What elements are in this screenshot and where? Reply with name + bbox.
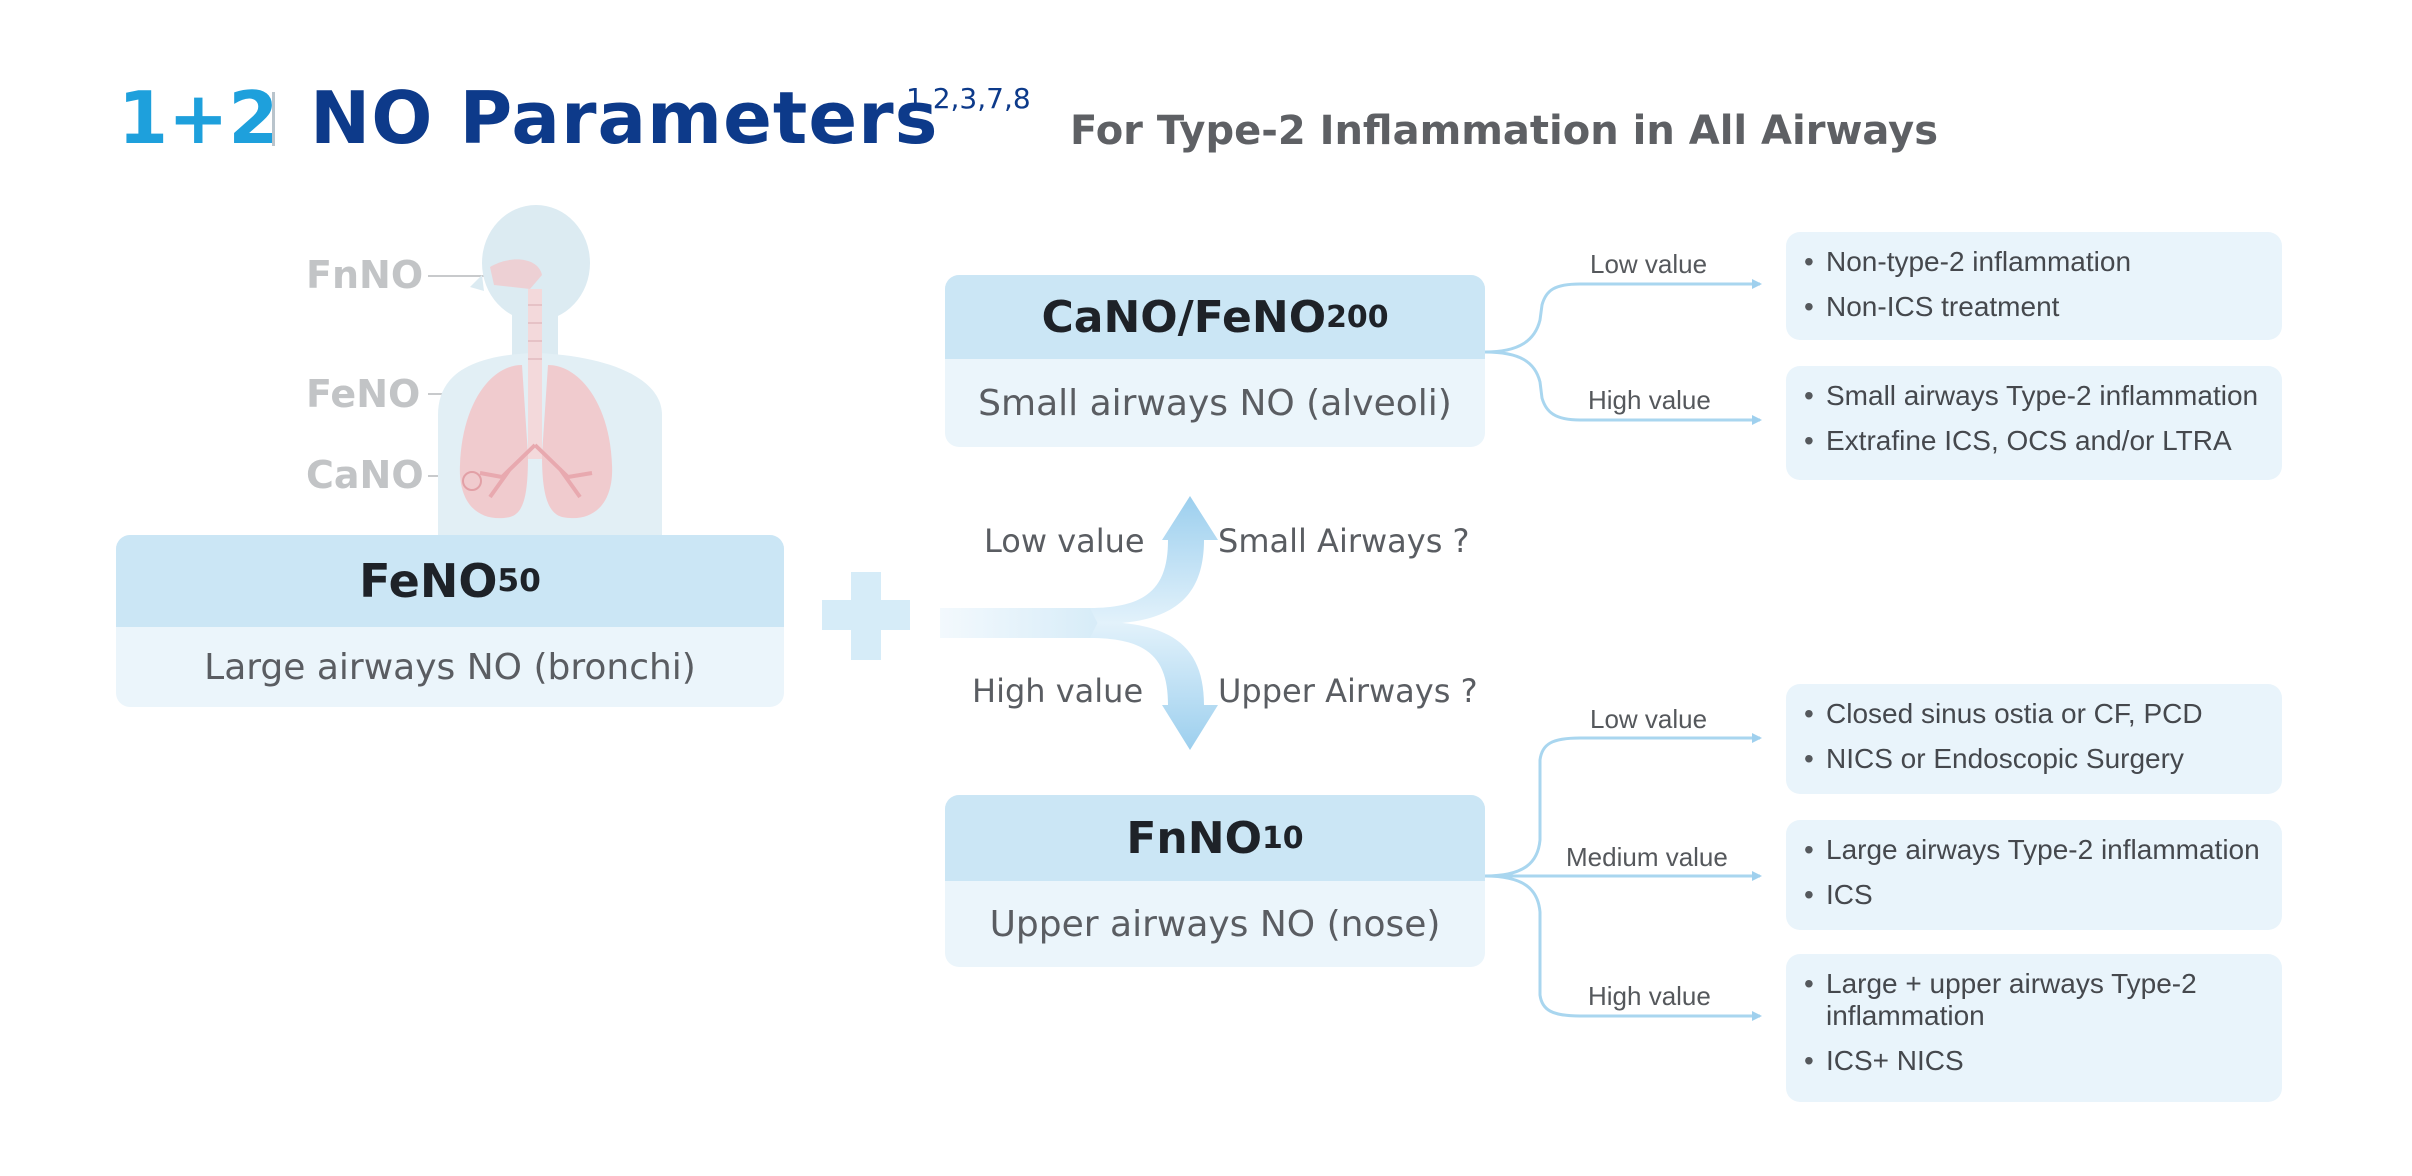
fnno-high-value-label: High value: [1588, 981, 1711, 1011]
card-feno50-description: Large airways NO (bronchi): [204, 646, 696, 688]
title-divider: [272, 92, 275, 146]
outcome-item: Extrafine ICS, OCS and/or LTRA: [1804, 425, 2264, 457]
outcome-item: ICS: [1804, 879, 2264, 911]
outcome-item: Non-ICS treatment: [1804, 291, 2264, 323]
card-cano-name: CaNO/FeNO: [1041, 291, 1327, 343]
outcome-item: NICS or Endoscopic Surgery: [1804, 743, 2264, 775]
outcome-fnno-medium: Large airways Type-2 inflammation ICS: [1786, 820, 2282, 930]
fork-arrow-up: [1090, 496, 1218, 624]
fork-arrow-down: [1090, 622, 1218, 750]
outcome-item: Large + upper airways Type-2 inflammatio…: [1804, 968, 2264, 1032]
outcome-item: Small airways Type-2 inflammation: [1804, 380, 2264, 412]
card-feno50-subscript: 50: [497, 563, 541, 599]
card-feno50-name: FeNO: [359, 554, 498, 608]
outcome-cano-high: Small airways Type-2 inflammation Extraf…: [1786, 366, 2282, 480]
label-fnno: FnNO: [306, 253, 424, 297]
card-fnno10-description: Upper airways NO (nose): [989, 903, 1441, 945]
outcome-item: Non-type-2 inflammation: [1804, 246, 2264, 278]
outcome-fnno-high: Large + upper airways Type-2 inflammatio…: [1786, 954, 2282, 1102]
outcome-item: ICS+ NICS: [1804, 1045, 2264, 1077]
reference-superscript: 1,2,3,7,8: [906, 82, 1031, 115]
section-number: 1+2: [118, 76, 279, 160]
outcome-cano-low: Non-type-2 inflammation Non-ICS treatmen…: [1786, 232, 2282, 340]
fnno-medium-value-label: Medium value: [1566, 842, 1728, 872]
human-airway-icon: [438, 205, 662, 545]
card-fnno10-name: FnNO: [1126, 812, 1262, 864]
fnno-low-value-label: Low value: [1590, 704, 1708, 734]
label-cano: CaNO: [306, 453, 424, 497]
connector-cano-low: [1484, 279, 1762, 354]
page-subtitle: For Type-2 Inflammation in All Airways: [1070, 108, 1939, 154]
fork-stem: [940, 608, 1098, 638]
fork-down-left-label: High value: [972, 672, 1144, 710]
outcome-item: Closed sinus ostia or CF, PCD: [1804, 698, 2264, 730]
fork-up-left-label: Low value: [984, 522, 1145, 560]
cano-high-value-label: High value: [1588, 385, 1711, 415]
card-fnno10-subscript: 10: [1261, 820, 1304, 856]
connector-cano-high: [1484, 350, 1762, 425]
fork-up-right-label: Small Airways ?: [1218, 522, 1470, 560]
page-title: NO Parameters: [310, 76, 939, 160]
cano-low-value-label: Low value: [1590, 249, 1708, 279]
connector-fnno-high: [1484, 874, 1762, 1021]
label-feno: FeNO: [306, 372, 421, 416]
fork-down-right-label: Upper Airways ?: [1218, 672, 1478, 710]
card-cano-description: Small airways NO (alveoli): [978, 382, 1452, 424]
connector-fnno-low: [1484, 733, 1762, 878]
plus-sign: [822, 572, 910, 660]
outcome-fnno-low: Closed sinus ostia or CF, PCD NICS or En…: [1786, 684, 2282, 794]
card-cano-subscript: 200: [1326, 299, 1389, 335]
outcome-item: Large airways Type-2 inflammation: [1804, 834, 2264, 866]
